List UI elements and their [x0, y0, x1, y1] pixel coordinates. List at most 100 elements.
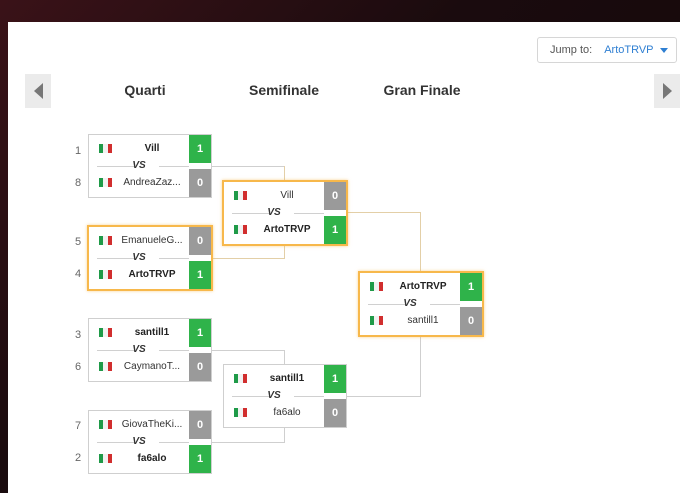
vs-label: VS	[132, 160, 146, 171]
player-name: Vill	[144, 143, 160, 154]
italy-flag-icon	[234, 225, 247, 234]
match-semifinal-1[interactable]: Vill 0 VS ArtoTRVP 1	[222, 180, 348, 246]
score-badge: 0	[189, 411, 211, 439]
match-player-row: AndreaZaz... 0	[89, 169, 211, 197]
arrow-right-icon	[662, 83, 672, 99]
match-final[interactable]: ArtoTRVP 1 VS santill1 0	[358, 271, 484, 337]
player-name: Vill	[280, 190, 294, 201]
match-player-row: fa6alo 1	[89, 445, 211, 473]
player-name: fa6alo	[273, 407, 301, 418]
player-name: CaymanoT...	[123, 361, 181, 372]
seed-number: 3	[74, 329, 82, 341]
vs-label: VS	[132, 252, 146, 263]
player-name: ArtoTRVP	[128, 269, 176, 280]
vs-label: VS	[267, 207, 281, 218]
connector	[420, 212, 421, 272]
connector	[212, 258, 284, 259]
match-player-row: santill1 1	[89, 319, 211, 347]
score-badge: 1	[460, 273, 482, 301]
italy-flag-icon	[99, 362, 112, 371]
divider	[430, 304, 460, 305]
seed-number: 7	[74, 420, 82, 432]
italy-flag-icon	[99, 178, 112, 187]
score-badge: 0	[460, 307, 482, 335]
connector	[420, 336, 421, 397]
round-title-gran-finale: Gran Finale	[383, 82, 461, 98]
chevron-down-icon	[659, 47, 668, 53]
next-round-button[interactable]	[654, 74, 680, 108]
vs-label: VS	[267, 390, 281, 401]
italy-flag-icon	[99, 236, 112, 245]
score-badge: 0	[189, 169, 211, 197]
player-name: ArtoTRVP	[399, 281, 447, 292]
divider	[97, 442, 135, 443]
jump-to-select[interactable]: Jump to: ArtoTRVP	[537, 37, 677, 63]
italy-flag-icon	[234, 374, 247, 383]
match-semifinal-2[interactable]: santill1 1 VS fa6alo 0	[223, 364, 347, 428]
match-player-row: CaymanoT... 0	[89, 353, 211, 381]
prev-round-button[interactable]	[25, 74, 51, 108]
divider	[294, 396, 324, 397]
seed-number: 8	[74, 177, 82, 189]
round-title-semifinale: Semifinale	[248, 82, 320, 98]
player-name: santill1	[134, 327, 170, 338]
italy-flag-icon	[99, 270, 112, 279]
match-player-row: santill1 1	[224, 365, 346, 393]
player-name: santill1	[407, 315, 439, 326]
score-badge: 0	[324, 399, 346, 427]
score-badge: 1	[189, 445, 211, 473]
match-quarter-4[interactable]: GiovaTheKi... 0 VS fa6alo 1	[88, 410, 212, 474]
connector	[212, 166, 284, 167]
score-badge: 1	[189, 261, 211, 289]
divider	[368, 304, 406, 305]
connector	[346, 396, 420, 397]
vs-label: VS	[132, 344, 146, 355]
match-player-row: EmanueleG... 0	[89, 227, 211, 255]
italy-flag-icon	[99, 328, 112, 337]
match-quarter-2[interactable]: EmanueleG... 0 VS ArtoTRVP 1	[87, 225, 213, 291]
arrow-left-icon	[33, 83, 43, 99]
seed-number: 2	[74, 452, 82, 464]
divider	[159, 258, 189, 259]
connector	[212, 442, 284, 443]
divider	[97, 258, 135, 259]
connector	[346, 212, 420, 213]
italy-flag-icon	[234, 191, 247, 200]
score-badge: 0	[324, 182, 346, 210]
italy-flag-icon	[99, 454, 112, 463]
score-badge: 1	[324, 216, 346, 244]
divider	[97, 166, 135, 167]
match-player-row: santill1 0	[360, 307, 482, 335]
player-name: AndreaZaz...	[123, 177, 181, 188]
divider	[294, 213, 324, 214]
match-quarter-1[interactable]: Vill 1 VS AndreaZaz... 0	[88, 134, 212, 198]
divider	[97, 350, 135, 351]
score-badge: 0	[189, 227, 211, 255]
divider	[232, 396, 270, 397]
match-player-row: Vill 1	[89, 135, 211, 163]
jump-to-value: ArtoTRVP	[604, 44, 654, 56]
player-name: fa6alo	[137, 453, 167, 464]
connector	[212, 350, 284, 351]
italy-flag-icon	[99, 420, 112, 429]
seed-number: 6	[74, 361, 82, 373]
divider	[159, 350, 189, 351]
italy-flag-icon	[99, 144, 112, 153]
seed-number: 1	[74, 145, 82, 157]
match-player-row: GiovaTheKi... 0	[89, 411, 211, 439]
match-player-row: fa6alo 0	[224, 399, 346, 427]
match-quarter-3[interactable]: santill1 1 VS CaymanoT... 0	[88, 318, 212, 382]
italy-flag-icon	[370, 282, 383, 291]
divider	[159, 166, 189, 167]
player-name: EmanueleG...	[121, 235, 183, 246]
score-badge: 1	[189, 135, 211, 163]
match-player-row: Vill 0	[224, 182, 346, 210]
divider	[232, 213, 270, 214]
match-player-row: ArtoTRVP 1	[224, 216, 346, 244]
jump-to-label: Jump to:	[550, 44, 593, 56]
vs-label: VS	[132, 436, 146, 447]
score-badge: 1	[324, 365, 346, 393]
player-name: GiovaTheKi...	[121, 419, 183, 430]
player-name: ArtoTRVP	[263, 224, 311, 235]
score-badge: 1	[189, 319, 211, 347]
